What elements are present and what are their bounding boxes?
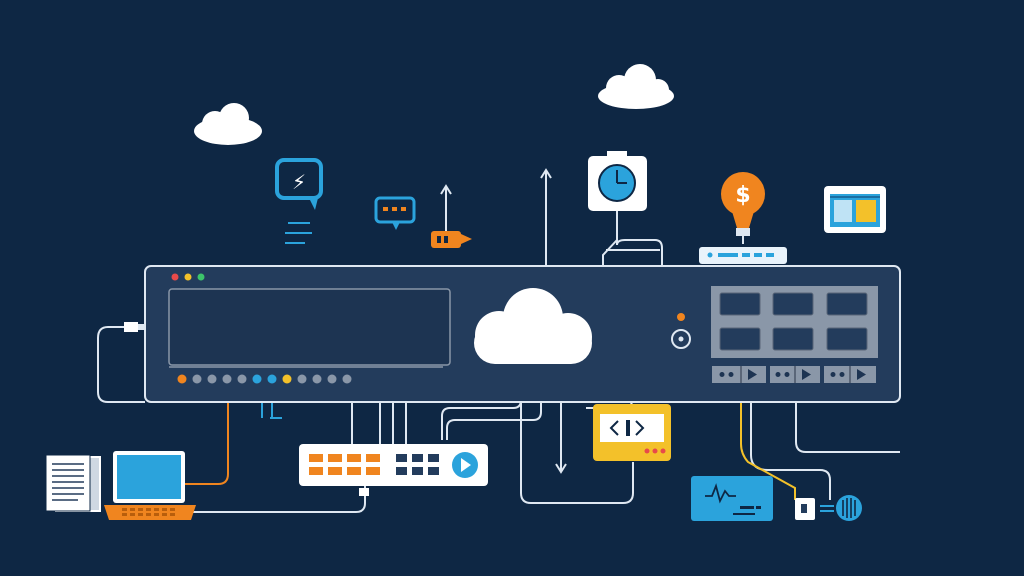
switch-port-dark	[396, 454, 407, 462]
router-bar-icon	[699, 247, 787, 264]
clock-icon	[588, 151, 647, 211]
alert-glyph: ⚡	[292, 170, 306, 194]
play-icon	[461, 458, 471, 472]
cloud-loop-line	[520, 380, 634, 504]
switch-port-dark	[396, 467, 407, 475]
alert-bubble-icon: ⚡	[275, 158, 323, 210]
status-light-grey	[342, 374, 352, 384]
left-cable	[97, 326, 145, 403]
switch-port-dark	[428, 467, 439, 475]
switch-port-dark	[412, 467, 423, 475]
rack-line-right	[795, 380, 900, 453]
sensor-device-icon	[795, 495, 862, 521]
tablet-monitor-icon	[824, 186, 886, 233]
cloud-line-b	[446, 362, 542, 440]
switch-port-dark	[412, 454, 423, 462]
status-light-orange	[177, 374, 187, 384]
document-icon	[45, 454, 101, 512]
network-switch	[299, 444, 488, 496]
chat-bubble-icon	[374, 196, 416, 230]
cable-connector-icon	[124, 322, 144, 332]
media-button-group	[712, 366, 766, 383]
yellow-media-box	[593, 404, 671, 461]
switch-port-orange	[309, 454, 323, 462]
status-light-grey	[222, 374, 232, 384]
switch-port-orange	[366, 454, 380, 462]
arrow-down-cloud	[555, 463, 567, 474]
status-light-grey	[207, 374, 217, 384]
text-lines-icon	[285, 222, 312, 244]
switch-port-orange	[328, 467, 342, 475]
switch-port-orange	[309, 467, 323, 475]
switch-laptop-line	[190, 486, 366, 513]
media-controls	[712, 366, 876, 383]
rack-port	[826, 292, 868, 316]
window-dot-green	[197, 273, 205, 281]
switch-port-orange	[366, 467, 380, 475]
rack-port	[772, 292, 814, 316]
cloud-top-left	[194, 103, 262, 145]
rack-port	[719, 327, 761, 351]
waveform-monitor-icon	[691, 476, 773, 521]
status-lights	[177, 374, 352, 384]
switch-port-orange	[328, 454, 342, 462]
rack-line-sensor	[750, 380, 831, 500]
switch-connector	[359, 488, 369, 496]
orange-cable	[185, 392, 229, 485]
plug-icon	[431, 231, 472, 248]
window-dots	[171, 273, 205, 281]
yellow-cable	[740, 380, 796, 500]
window-dot-yellow	[184, 273, 192, 281]
arrow-up-left	[440, 184, 452, 195]
status-light-grey	[237, 374, 247, 384]
switch-port-orange	[347, 467, 361, 475]
switch-port-dark	[428, 454, 439, 462]
dollar-glyph: $	[735, 183, 750, 208]
rack-port	[719, 292, 761, 316]
lightbulb-dollar-icon: $	[721, 172, 765, 244]
cloud-top-right	[598, 64, 674, 109]
rack-ports	[719, 292, 868, 351]
rack-port	[826, 327, 868, 351]
status-light-blue	[267, 374, 277, 384]
status-light-blue	[252, 374, 262, 384]
switch-body	[299, 444, 488, 486]
status-light-grey	[192, 374, 202, 384]
rack-port	[772, 327, 814, 351]
clock-link-line	[616, 210, 663, 265]
central-cloud	[474, 288, 592, 364]
status-light-grey	[297, 374, 307, 384]
power-led	[677, 313, 685, 321]
display-screen	[168, 288, 451, 366]
status-light-grey	[327, 374, 337, 384]
arrow-up-center	[540, 168, 552, 179]
status-light-yellow	[282, 374, 292, 384]
power-knob-center	[678, 336, 684, 342]
window-dot-red	[171, 273, 179, 281]
power-knob	[671, 329, 691, 349]
switch-port-orange	[347, 454, 361, 462]
status-light-grey	[312, 374, 322, 384]
clock-link-line-2	[602, 239, 618, 265]
laptop-icon	[104, 451, 196, 520]
